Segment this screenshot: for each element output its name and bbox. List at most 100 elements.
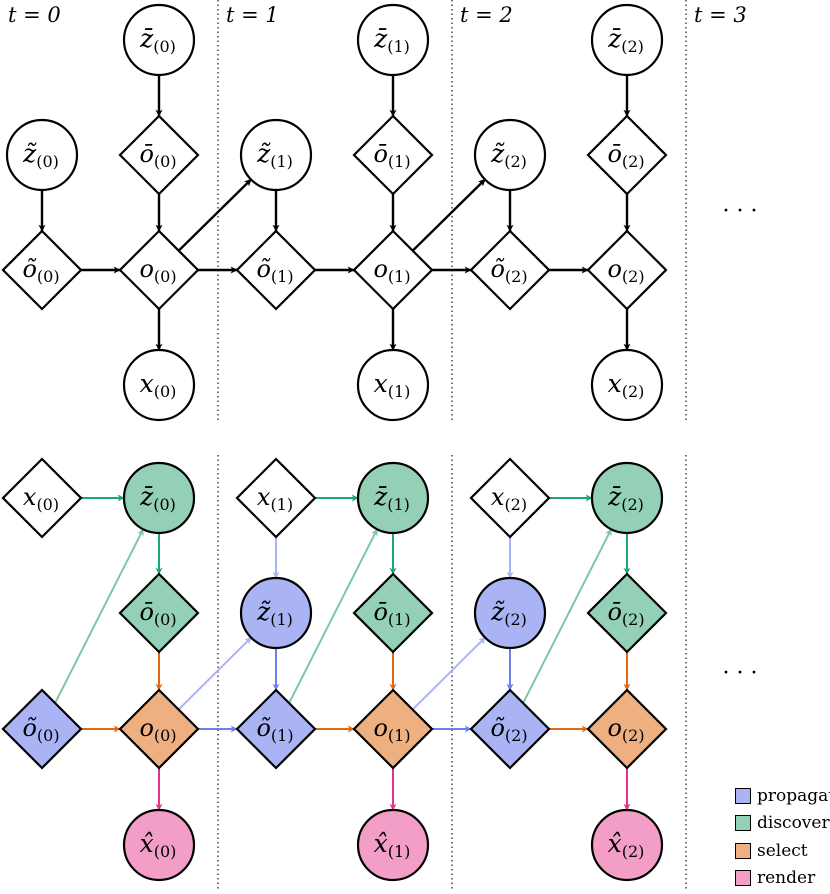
node-label: z̄(0) (139, 24, 176, 56)
node-label: ō(0) (139, 598, 176, 629)
node-diamond (469, 688, 551, 770)
node-x0: x(0) (122, 348, 196, 422)
node-label: x(0) (140, 369, 177, 401)
node-diamond (235, 688, 317, 770)
node-o1: o(1) (352, 229, 434, 311)
node-botil1: õ(1) (235, 688, 317, 770)
time-label: t = 3 (694, 3, 747, 27)
node-bo1: o(1) (352, 688, 434, 770)
node-bxhat1: x̂(1) (356, 808, 430, 882)
legend-swatch-discover (735, 815, 751, 832)
edge-bo1-to-bztil2 (411, 636, 486, 711)
node-circle (122, 348, 196, 422)
node-label: z̃(1) (256, 597, 293, 629)
node-label: z̃(2) (490, 597, 527, 629)
node-label: z̃(0) (22, 139, 59, 171)
node-bobar1: ō(1) (352, 572, 434, 654)
node-botil2: õ(2) (469, 688, 551, 770)
node-label: x(2) (608, 369, 645, 401)
node-bobar2: ō(2) (586, 572, 668, 654)
node-circle (590, 3, 664, 77)
node-label: o(2) (607, 714, 644, 745)
node-label: o(0) (139, 255, 176, 286)
edge-botil2-to-bzbar2 (522, 528, 613, 704)
node-diamond (118, 572, 200, 654)
node-x1: x(1) (356, 348, 430, 422)
node-label: ō(0) (139, 140, 176, 171)
edge-bo0-to-bztil1 (177, 636, 252, 711)
node-circle (122, 3, 196, 77)
node-diamond (352, 572, 434, 654)
node-diamond (352, 688, 434, 770)
node-label: õ(0) (22, 714, 59, 745)
node-diamond (469, 229, 551, 311)
node-bztil2: z̃(2) (473, 576, 547, 650)
node-x2: x(2) (590, 348, 664, 422)
legend-item-select: select (735, 837, 830, 865)
nodes: z̄(0) z̄(1) z̄(2) z̃(0) z̃(1) z̃(2) ō(0) ō(1) ō(… (1, 3, 668, 882)
node-label: õ(0) (22, 255, 59, 286)
node-label: õ(2) (490, 714, 527, 745)
node-o0: o(0) (118, 229, 200, 311)
time-label: t = 0 (8, 3, 61, 27)
node-bzbar2: z̄(2) (590, 461, 664, 535)
node-label: o(1) (373, 714, 410, 745)
node-bx2: x(2) (469, 457, 551, 539)
node-circle (5, 118, 79, 192)
node-label: x̂(2) (608, 829, 645, 861)
node-label: õ(1) (256, 714, 293, 745)
time-label: t = 2 (460, 3, 513, 27)
node-label: x(2) (491, 483, 527, 514)
node-circle (590, 461, 664, 535)
node-circle (239, 118, 313, 192)
node-circle (473, 118, 547, 192)
node-diamond (586, 114, 668, 196)
node-diamond (118, 688, 200, 770)
node-otil0: õ(0) (1, 229, 83, 311)
node-label: õ(1) (256, 255, 293, 286)
legend-label: discover (757, 813, 830, 834)
time-separators (217, 0, 687, 889)
node-label: x̂(0) (140, 829, 177, 861)
node-zbar1: z̄(1) (356, 3, 430, 77)
node-bo2: o(2) (586, 688, 668, 770)
node-zbar0: z̄(0) (122, 3, 196, 77)
node-label: x(1) (257, 483, 293, 514)
node-label: o(2) (607, 255, 644, 286)
node-label: o(1) (373, 255, 410, 286)
node-label: z̄(2) (607, 482, 644, 514)
node-circle (356, 3, 430, 77)
node-diamond (469, 457, 551, 539)
edge-o0-to-ztil1 (177, 178, 252, 252)
node-label: x(0) (23, 483, 59, 514)
ellipsis: · · · (723, 661, 758, 686)
node-diamond (586, 229, 668, 311)
node-diamond (352, 114, 434, 196)
node-bzbar0: z̄(0) (122, 461, 196, 535)
ellipsis: · · · (723, 199, 758, 224)
node-label: o(0) (139, 714, 176, 745)
node-diamond (586, 688, 668, 770)
node-diamond (118, 114, 200, 196)
node-label: ō(1) (373, 598, 410, 629)
node-bx1: x(1) (235, 457, 317, 539)
node-bztil1: z̃(1) (239, 576, 313, 650)
edge-botil1-to-bzbar1 (288, 528, 379, 704)
node-diamond (1, 229, 83, 311)
node-circle (356, 461, 430, 535)
ellipses: · · · · · · (723, 199, 758, 686)
node-circle (590, 808, 664, 882)
legend-swatch-render (735, 870, 751, 887)
node-diamond (586, 572, 668, 654)
node-diamond (235, 229, 317, 311)
node-obar1: ō(1) (352, 114, 434, 196)
legend-label: select (757, 840, 808, 861)
node-label: z̄(1) (373, 482, 410, 514)
node-bxhat0: x̂(0) (122, 808, 196, 882)
node-ztil1: z̃(1) (239, 118, 313, 192)
node-obar0: ō(0) (118, 114, 200, 196)
edges (38, 75, 631, 811)
